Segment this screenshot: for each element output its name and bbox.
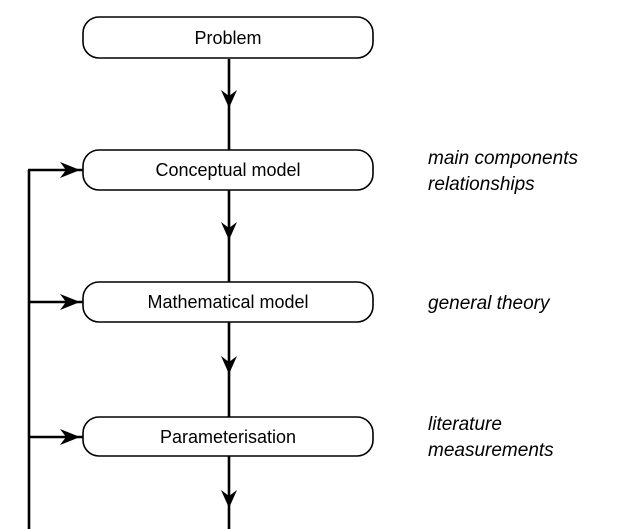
feedback-arrowhead-conceptual: [60, 162, 80, 178]
note-parameterisation-line-2: measurements: [428, 440, 554, 461]
node-parameterisation-label: Parameterisation: [160, 427, 296, 447]
note-conceptual-line-2: relationships: [428, 174, 535, 195]
arrowhead-to-parameterisation: [221, 356, 237, 374]
node-mathematical-model: Mathematical model: [82, 281, 374, 323]
node-problem-label: Problem: [194, 28, 261, 48]
node-parameterisation: Parameterisation: [82, 416, 374, 457]
node-conceptual-model-label: Conceptual model: [155, 160, 300, 180]
note-parameterisation-line-1: literature: [428, 414, 502, 435]
feedback-arrowhead-parameterisation: [60, 429, 80, 445]
feedback-arrowhead-mathematical: [60, 294, 80, 310]
node-mathematical-model-label: Mathematical model: [147, 292, 308, 312]
arrowhead-to-conceptual: [221, 90, 237, 108]
arrowhead-down-continue: [221, 490, 237, 508]
node-conceptual-model: Conceptual model: [82, 149, 374, 191]
note-mathematical-line-1: general theory: [428, 293, 551, 314]
node-problem: Problem: [82, 16, 374, 59]
note-conceptual-line-1: main components: [428, 148, 578, 169]
arrowhead-to-mathematical: [221, 222, 237, 240]
